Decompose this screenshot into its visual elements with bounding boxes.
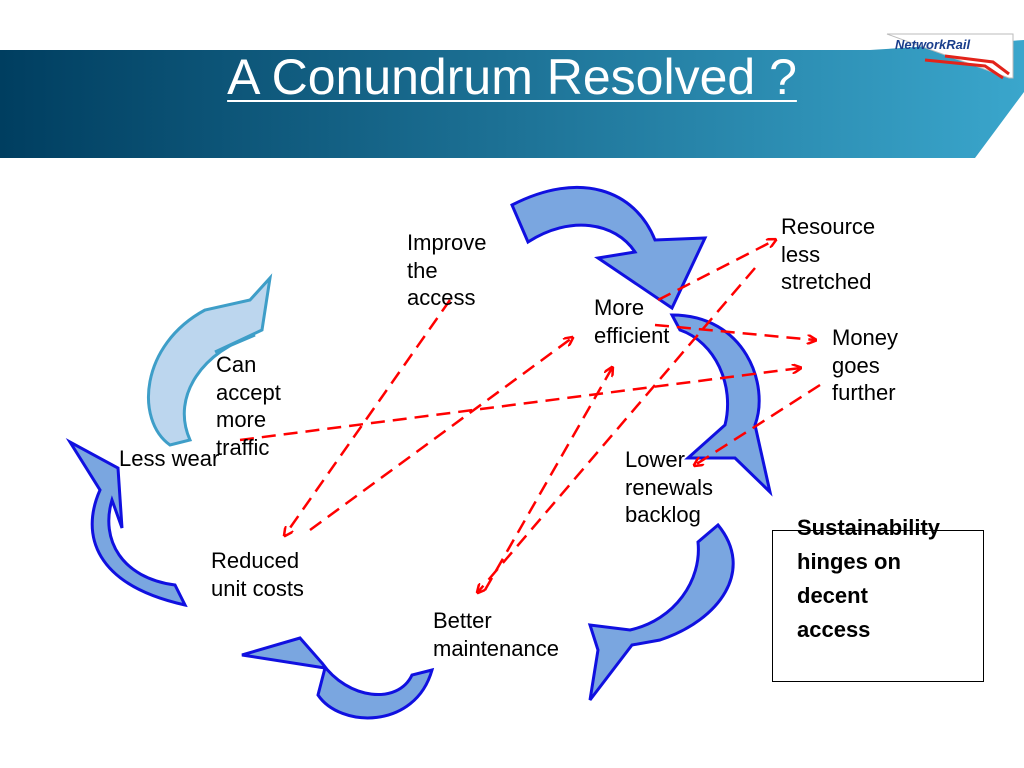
curved-arrow-upper-left [147,273,273,447]
sustainability-callout-box [772,530,984,682]
link-reduced-to-efficient [309,338,572,532]
header-band [0,40,1024,158]
curved-arrow-left [65,437,188,608]
node-reduced-unit-costs: Reduced unit costs [211,548,304,601]
sustainability-callout-text: Sustainability hinges on decent access [797,515,941,643]
curved-arrow-right [669,313,773,497]
node-less-wear: Less wear [119,446,220,471]
node-can-accept-more-traffic: Can accept more traffic [216,352,281,460]
network-rail-logo: NetworkRail [886,33,1014,80]
link-efficient-to-money [654,323,815,340]
logo-text: NetworkRail [895,37,971,52]
logo-swoosh-icon [924,54,1010,80]
node-better-maintenance: Better maintenance [433,608,559,661]
node-resource-less-stretched: Resource less stretched [781,214,876,294]
node-money-goes-further: Money goes further [832,325,899,405]
curved-arrow-top [510,185,708,311]
header-band-shape [0,40,1024,158]
curved-arrow-lower-right [587,522,735,701]
link-money-to-lower [695,383,821,465]
link-traffic-to-money [239,368,800,442]
node-lower-renewals-backlog: Lower renewals backlog [625,447,714,527]
curved-arrow-bottom [241,636,435,720]
link-resource-to-maintenance [478,267,756,592]
node-more-efficient: More efficient [594,295,670,348]
slide-title: A Conundrum Resolved ? [227,49,797,105]
link-improve-to-reduced [285,299,452,535]
node-improve-access: Improve the access [407,230,487,310]
